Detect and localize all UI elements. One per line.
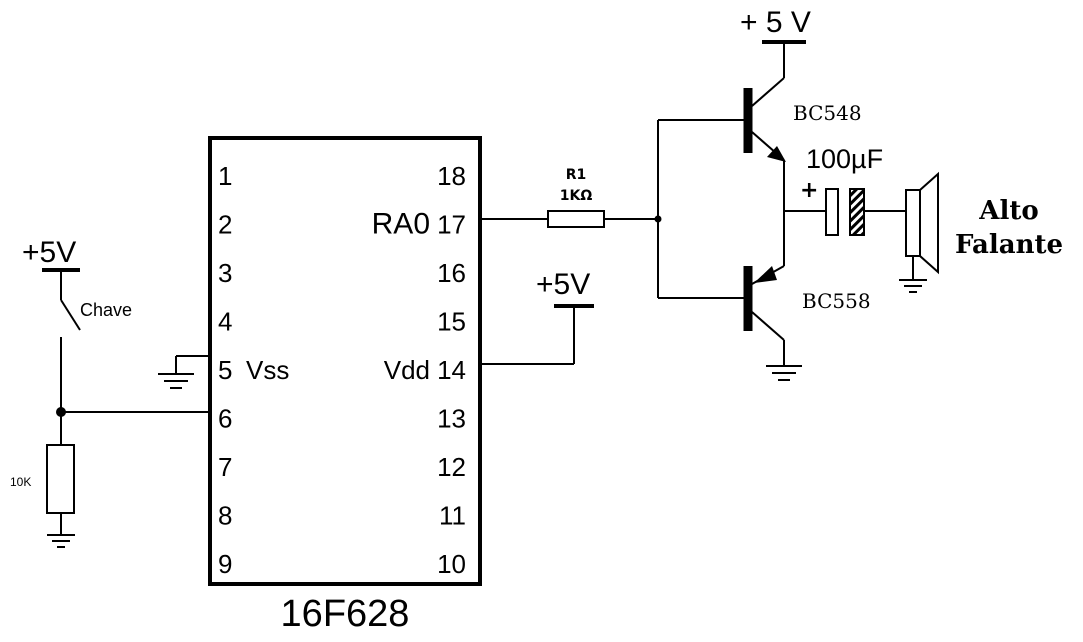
pin-number-right: 17 [437,210,466,240]
pin-number-left: 1 [218,161,232,191]
pin-number-left: 8 [218,501,232,531]
chip-body [208,136,482,586]
pin-number-right: 14 [437,355,466,385]
npn-collector [751,77,785,107]
capacitor-100uf: + 100µF [784,144,906,236]
pin-number-right: 10 [437,549,466,579]
speaker-icon: Alto Falante [899,171,1063,293]
pin-label-left: Vss [246,355,289,385]
r1-name: R1 [566,167,587,183]
pin-number-right: 12 [437,452,466,482]
speaker-label-line2: Falante [955,230,1063,260]
pin-number-left: 7 [218,452,232,482]
pin-number-right: 13 [437,404,466,434]
pnp-label: BC558 [802,289,871,313]
r1-branch: R1 1KΩ [480,119,745,299]
speaker-label-line1: Alto [978,196,1038,226]
pin-number-left: 9 [218,549,232,579]
switch-branch: +5V Chave 10K [10,236,210,548]
pin-number-left: 2 [218,210,232,240]
ground-icon [158,373,194,389]
cap-plate-positive [825,188,839,236]
cap-value: 100µF [806,144,883,174]
cap-polarity: + [800,178,818,203]
npn-emitter-arrow [767,146,786,162]
transistor-bc558: BC558 [743,265,871,381]
switch-blade [60,299,81,331]
speaker-magnet [905,189,921,257]
pin-number-left: 6 [218,404,232,434]
pin-number-left: 4 [218,307,232,337]
ground-icon [47,534,75,548]
pulldown-label: 10K [10,475,31,489]
chip-name: 16F628 [281,593,410,635]
cap-plate-negative [849,188,865,236]
ground-icon [899,279,927,293]
erased-area [240,148,310,188]
speaker-cone [919,171,939,275]
pin-label-right: Vdd [384,355,430,385]
pin-number-left: 3 [218,258,232,288]
vdd-supply-label: +5V [536,268,590,301]
vdd-branch: +5V [480,268,594,365]
ground-icon [766,365,802,381]
pulldown-resistor [46,444,75,514]
pin-number-right: 16 [437,258,466,288]
pin-number-right: 18 [437,161,466,191]
pin-label-right: RA0 [372,208,430,241]
top-supply-label: + 5 V [740,6,811,39]
r1-value: 1KΩ [560,188,593,204]
resistor-r1 [547,210,605,228]
npn-label: BC548 [793,101,862,125]
pnp-emitter-arrow [754,266,777,283]
pin-number-right: 11 [439,501,466,531]
pnp-collector [751,311,785,341]
switch-label: Chave [80,300,132,320]
transistor-bc548: + 5 V BC548 [740,6,862,162]
pin-number-right: 15 [437,307,466,337]
switch-supply-label: +5V [22,236,76,269]
pin-number-left: 5 [218,355,232,385]
vss-ground [158,355,210,389]
